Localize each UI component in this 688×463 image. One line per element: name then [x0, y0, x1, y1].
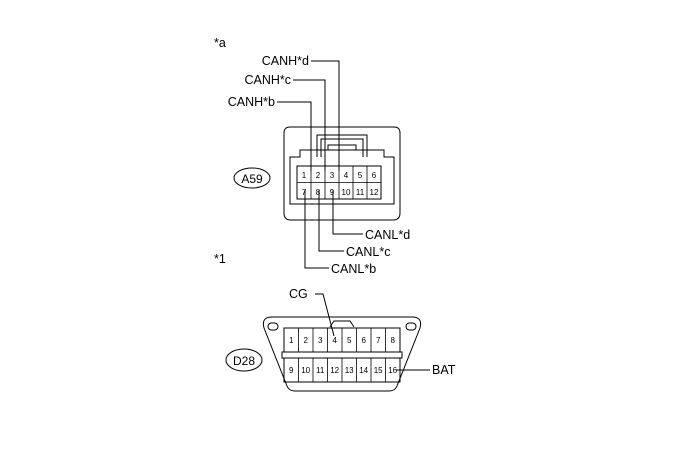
a59-pin-3: 3 — [330, 171, 335, 180]
a59-pin-6: 6 — [372, 171, 377, 180]
connector-d28-id-badge: D28 — [225, 348, 263, 372]
d28-pin-9: 9 — [289, 366, 294, 375]
leader-canh-d — [311, 60, 340, 171]
marker-a: *a — [214, 36, 226, 50]
connector-d28 — [262, 316, 422, 392]
d28-pin-7: 7 — [376, 336, 381, 345]
connector-d28-id: D28 — [233, 354, 255, 368]
a59-pin-12: 12 — [370, 188, 379, 197]
label-canl-d: CANL*d — [365, 228, 410, 242]
d28-pin-4: 4 — [332, 336, 337, 345]
a59-pin-7: 7 — [302, 188, 307, 197]
d28-pin-15: 15 — [374, 366, 383, 375]
d28-pin-14: 14 — [359, 366, 368, 375]
a59-pin-8: 8 — [316, 188, 321, 197]
a59-leader-lines — [277, 60, 363, 269]
leader-canl-d — [332, 190, 363, 235]
d28-pin-3: 3 — [318, 336, 323, 345]
d28-pin-6: 6 — [361, 336, 366, 345]
d28-pin-5: 5 — [347, 336, 352, 345]
connector-a59-latch — [316, 134, 368, 157]
d28-pin-8: 8 — [390, 336, 395, 345]
leader-canh-c — [293, 79, 326, 171]
leader-canl-b — [304, 190, 329, 269]
connector-a59-id: A59 — [241, 172, 263, 186]
label-canh-d: CANH*d — [262, 54, 309, 68]
connector-a59-housing — [283, 126, 401, 221]
connector-d28-housing — [262, 316, 422, 392]
d28-pin-12: 12 — [330, 366, 339, 375]
leader-cg — [315, 293, 335, 337]
label-canl-c: CANL*c — [346, 245, 390, 259]
a59-pin-1: 1 — [302, 171, 307, 180]
d28-leader-lines — [315, 293, 430, 371]
label-canh-b: CANH*b — [228, 95, 275, 109]
a59-pin-10: 10 — [342, 188, 351, 197]
connector-a59-recess — [289, 149, 395, 205]
label-bat: BAT — [432, 363, 456, 377]
connector-d28-pin-grid: 1 2 3 4 5 6 7 8 9 10 11 12 13 14 15 16 — [281, 327, 403, 383]
d28-pin-1: 1 — [289, 336, 294, 345]
a59-pin-5: 5 — [358, 171, 363, 180]
a59-pin-2: 2 — [316, 171, 321, 180]
label-canh-c: CANH*c — [244, 73, 291, 87]
label-canl-b: CANL*b — [331, 262, 376, 276]
d28-pin-16: 16 — [388, 366, 397, 375]
connector-a59-pin-grid: 1 2 3 4 5 6 7 8 9 10 11 12 — [296, 165, 382, 200]
d28-pin-13: 13 — [345, 366, 354, 375]
a59-pin-9: 9 — [330, 188, 335, 197]
connector-a59 — [283, 126, 401, 221]
connector-a59-id-badge: A59 — [233, 167, 271, 189]
a59-pin-11: 11 — [356, 188, 365, 197]
label-cg: CG — [289, 287, 308, 301]
leader-canl-c — [318, 190, 344, 252]
a59-pin-4: 4 — [344, 171, 349, 180]
leader-canh-b — [277, 101, 312, 171]
marker-1: *1 — [214, 252, 226, 266]
d28-pin-10: 10 — [301, 366, 310, 375]
d28-pin-2: 2 — [303, 336, 308, 345]
d28-pin-11: 11 — [316, 366, 325, 375]
